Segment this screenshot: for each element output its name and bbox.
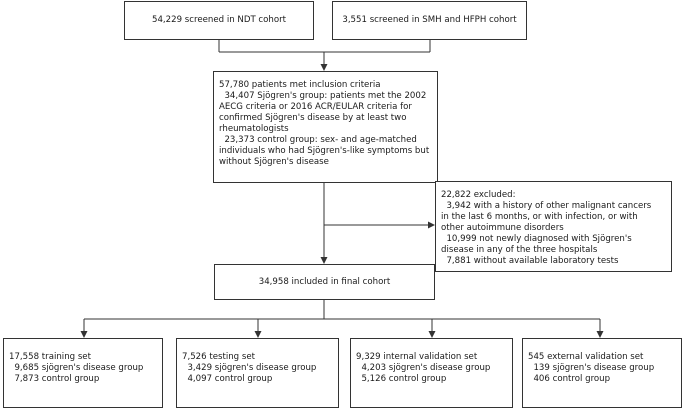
excluded-line: 22,822 excluded:	[441, 190, 516, 200]
training-set-title: 17,558 training set	[9, 352, 91, 362]
inclusion-line: 57,780 patients met inclusion criteria	[219, 80, 381, 90]
external-validation-set-line: 139 sjögren's disease group	[528, 363, 655, 373]
inclusion-line: rheumatologists	[219, 124, 289, 134]
final-cohort-box: 34,958 included in final cohort	[214, 264, 435, 300]
training-set-line: 9,685 sjögren's disease group	[9, 363, 144, 373]
ndt-cohort-label: 54,229 screened in NDT cohort	[151, 15, 287, 25]
internal-validation-set-box: 9,329 internal validation set 4,203 sjög…	[350, 338, 513, 408]
inclusion-line: 34,407 Sjögren's group: patients met the…	[219, 91, 427, 101]
inclusion-line: confirmed Sjögren's disease by at least …	[219, 113, 407, 123]
excluded-box: 22,822 excluded: 3,942 with a history of…	[435, 181, 672, 272]
final-cohort-label: 34,958 included in final cohort	[258, 276, 391, 287]
testing-set-line: 4,097 control group	[182, 374, 273, 384]
internal-validation-set-line: 5,126 control group	[356, 374, 447, 384]
internal-validation-set-title: 9,329 internal validation set	[356, 352, 478, 362]
inclusion-line: AECG criteria or 2016 ACR/EULAR criteria…	[219, 102, 412, 112]
testing-set-box: 7,526 testing set 3,429 sjögren's diseas…	[176, 338, 339, 408]
excluded-line: 10,999 not newly diagnosed with Sjögren'…	[441, 234, 632, 244]
training-set-box: 17,558 training set 9,685 sjögren's dise…	[3, 338, 163, 408]
inclusion-line: 23,373 control group: sex- and age-match…	[219, 135, 417, 145]
testing-set-line: 3,429 sjögren's disease group	[182, 363, 317, 373]
inclusion-criteria-box: 57,780 patients met inclusion criteria 3…	[213, 71, 438, 183]
external-validation-set-title: 545 external validation set	[528, 352, 644, 362]
inclusion-line: without Sjögren's disease	[219, 157, 329, 167]
inclusion-line: individuals who had Sjögren's-like sympt…	[219, 146, 430, 156]
excluded-line: 7,881 without available laboratory tests	[441, 256, 619, 266]
smh-hfph-cohort-label: 3,551 screened in SMH and HFPH cohort	[342, 15, 517, 25]
internal-validation-set-line: 4,203 sjögren's disease group	[356, 363, 491, 373]
excluded-line: other autoimmune disorders	[441, 223, 564, 233]
excluded-line: 3,942 with a history of other malignant …	[441, 201, 652, 211]
excluded-line: in the last 6 months, or with infection,…	[441, 212, 638, 222]
external-validation-set-box: 545 external validation set 139 sjögren'…	[522, 338, 682, 408]
testing-set-title: 7,526 testing set	[182, 352, 255, 362]
training-set-line: 7,873 control group	[9, 374, 100, 384]
external-validation-set-line: 406 control group	[528, 374, 611, 384]
excluded-line: disease in any of the three hospitals	[441, 245, 598, 255]
ndt-cohort-box: 54,229 screened in NDT cohort	[124, 1, 314, 40]
smh-hfph-cohort-box: 3,551 screened in SMH and HFPH cohort	[332, 1, 527, 40]
